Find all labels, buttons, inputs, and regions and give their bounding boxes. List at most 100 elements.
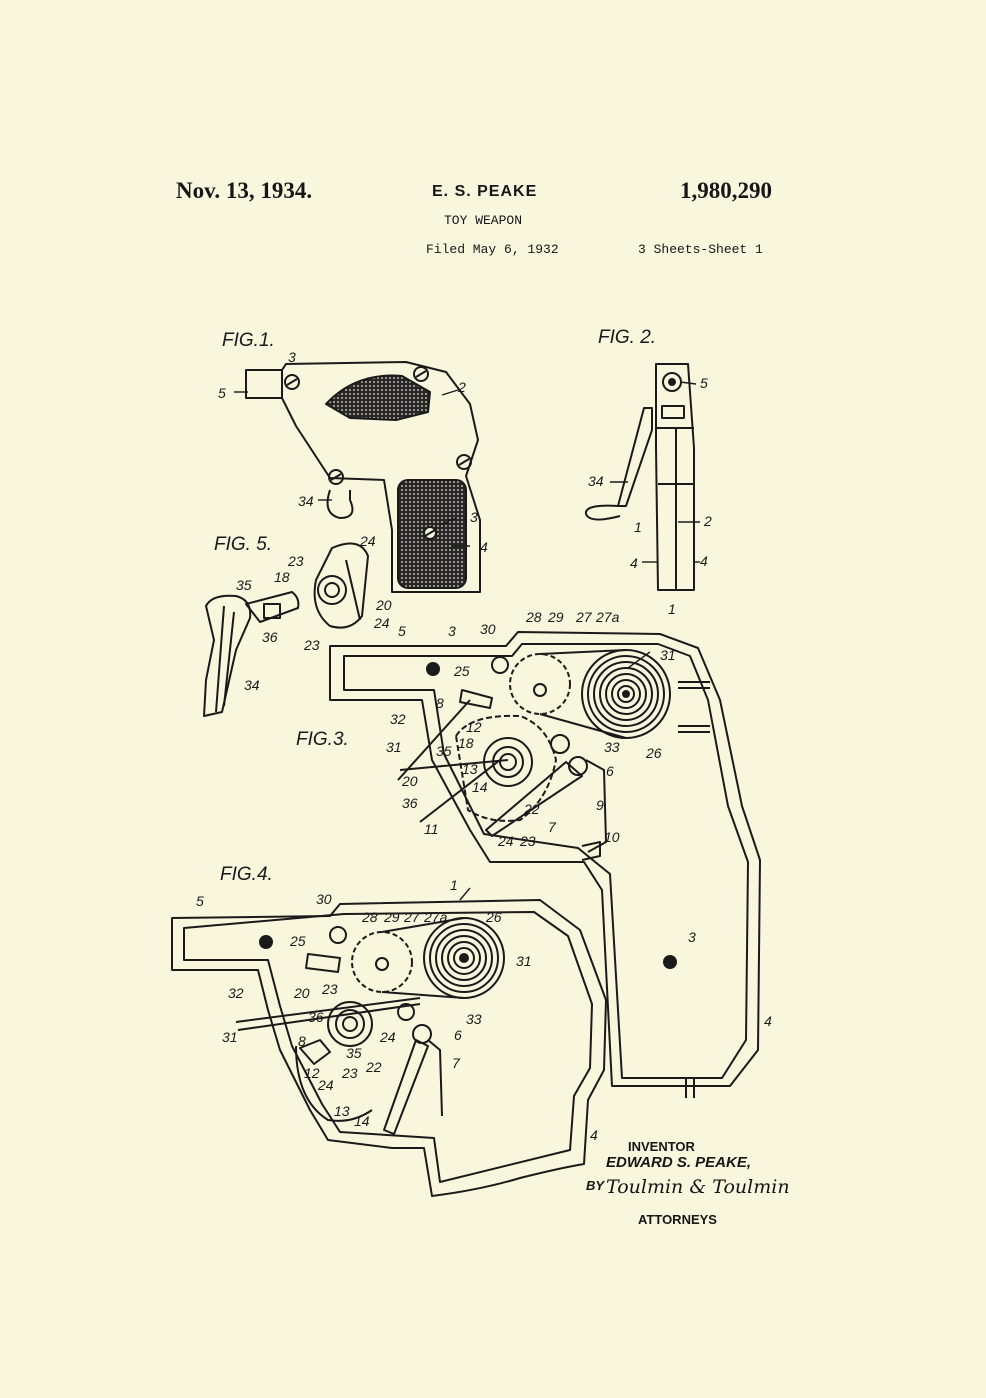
callout: 3 [470,509,478,525]
callout: 33 [604,739,620,755]
callout: 24 [373,615,390,631]
fig4-spring-coil [423,917,505,999]
by-label: BY [586,1178,605,1193]
callout: 4 [764,1013,772,1029]
callout: 23 [321,981,338,997]
fig5-title: FIG. 5. [214,534,272,555]
callout: 31 [386,739,402,755]
callout: 7 [452,1055,461,1071]
callout: 22 [523,801,540,817]
callout: 34 [244,677,260,693]
callout: 24 [317,1077,334,1093]
callout: 18 [458,735,474,751]
callout: 26 [645,745,662,761]
callout: 25 [453,663,470,679]
callout: 1 [450,877,458,893]
callout: 10 [604,829,620,845]
callout: 27 [575,609,593,625]
inventor-label: INVENTOR [628,1139,695,1154]
callout: 5 [218,385,226,401]
callout: 5 [196,893,204,909]
callout: 30 [316,891,332,907]
callout: 36 [402,795,418,811]
sheet-count: 3 Sheets-Sheet 1 [638,242,763,257]
callout: 26 [485,909,502,925]
fig5-trigger-parts [203,542,369,717]
callout: 5 [398,623,406,639]
callout: 11 [424,821,439,837]
callout: 27a [595,609,620,625]
callout: 34 [298,493,314,509]
fig1-title: FIG.1. [222,330,275,351]
fig3-title: FIG.3. [296,729,349,750]
callout: 31 [222,1029,238,1045]
callout: 2 [703,513,712,529]
fig3-pistol-mechanism [329,631,761,1098]
callout: 2 [457,379,466,395]
callout: 27a [423,909,448,925]
callout: 5 [700,375,708,391]
fig3-spring-coil [581,649,671,739]
callout: 4 [700,553,708,569]
callout: 34 [588,473,604,489]
callout: 4 [630,555,638,571]
callout: 23 [303,637,320,653]
callout: 28 [361,909,378,925]
callout: 9 [596,797,604,813]
callout: 27 [403,909,421,925]
fig1-pistol [245,361,481,593]
filing-date: Filed May 6, 1932 [426,242,559,257]
callout: 14 [472,779,488,795]
inventor-short-name: E. S. PEAKE [432,183,538,200]
callout: 13 [334,1103,350,1119]
fig2-title: FIG. 2. [598,327,656,348]
callout: 4 [590,1127,598,1143]
callout: 33 [466,1011,482,1027]
callout: 25 [289,933,306,949]
callout: 23 [287,553,304,569]
callout: 29 [547,609,564,625]
fig4-pistol-mechanism [171,899,607,1197]
callout: 1 [668,601,676,617]
callout: 8 [298,1033,306,1049]
callout: 32 [390,711,406,727]
callout: 35 [346,1045,362,1061]
callout: 14 [354,1113,370,1129]
callout: 7 [548,819,557,835]
callout: 3 [288,349,296,365]
callout: 30 [480,621,496,637]
callout: 13 [462,761,478,777]
callout: 3 [448,623,456,639]
callout: 24 [379,1029,396,1045]
callout: 36 [262,629,278,645]
callout: 3 [688,929,696,945]
leader-lines [234,381,700,901]
callout: 20 [401,773,418,789]
patent-number: 1,980,290 [680,178,772,203]
callout: 6 [606,763,614,779]
inventor-full-name: EDWARD S. PEAKE, [606,1154,752,1171]
callout: 12 [304,1065,320,1081]
callout: 18 [274,569,290,585]
callout: 31 [660,647,676,663]
callout: 29 [383,909,400,925]
callout: 35 [436,743,452,759]
callout: 36 [308,1009,324,1025]
attorneys-label: ATTORNEYS [638,1212,717,1227]
callout: 24 [359,533,376,549]
callout: 23 [341,1065,358,1081]
callout: 8 [436,695,444,711]
fig4-title: FIG.4. [220,864,273,885]
callout: 1 [634,519,642,535]
callout: 20 [293,985,310,1001]
callout: 20 [375,597,392,613]
callout: 24 [497,833,514,849]
callout: 31 [516,953,532,969]
callout: 23 [519,833,536,849]
callout: 4 [480,539,488,555]
callout: 35 [236,577,252,593]
patent-subject: TOY WEAPON [444,213,523,228]
fig2-pistol-end-view [584,363,695,591]
callout-labels: 5 3 2 34 3 4 5 34 1 2 4 4 23 24 18 35 20… [196,349,772,1143]
patent-date: Nov. 13, 1934. [176,178,313,203]
